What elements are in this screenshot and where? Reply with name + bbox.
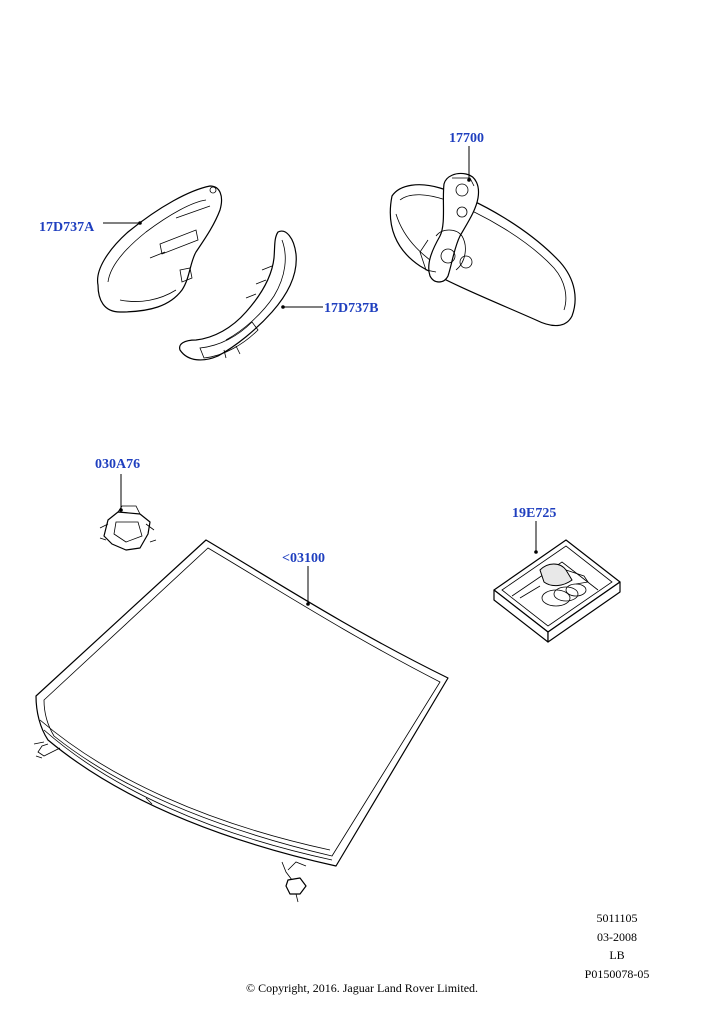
meta-market: LB xyxy=(609,948,625,962)
drawing-meta: 5011105 03-2008 LB P0150078-05 xyxy=(572,909,662,983)
label-19e725[interactable]: 19E725 xyxy=(512,506,556,521)
windscreen-drawing[interactable] xyxy=(33,539,449,903)
meta-illustration-id: P0150078-05 xyxy=(584,966,650,981)
label-03100[interactable]: <03100 xyxy=(282,551,325,566)
mirror-cover-a-drawing[interactable] xyxy=(96,185,223,313)
label-17700[interactable]: 17700 xyxy=(449,131,484,146)
sensor-bracket-drawing[interactable] xyxy=(99,505,157,551)
label-030a76[interactable]: 030A76 xyxy=(95,457,140,472)
mirror-cover-b-drawing[interactable] xyxy=(179,230,297,361)
adhesive-kit-drawing[interactable] xyxy=(493,539,621,643)
copyright-notice: © Copyright, 2016. Jaguar Land Rover Lim… xyxy=(245,981,479,995)
meta-code: 5011105 xyxy=(596,911,638,925)
meta-date: 03-2008 xyxy=(597,929,637,944)
label-17d737a[interactable]: 17D737A xyxy=(39,220,95,235)
label-17d737b[interactable]: 17D737B xyxy=(324,301,378,316)
rear-view-mirror-drawing[interactable] xyxy=(389,172,576,327)
